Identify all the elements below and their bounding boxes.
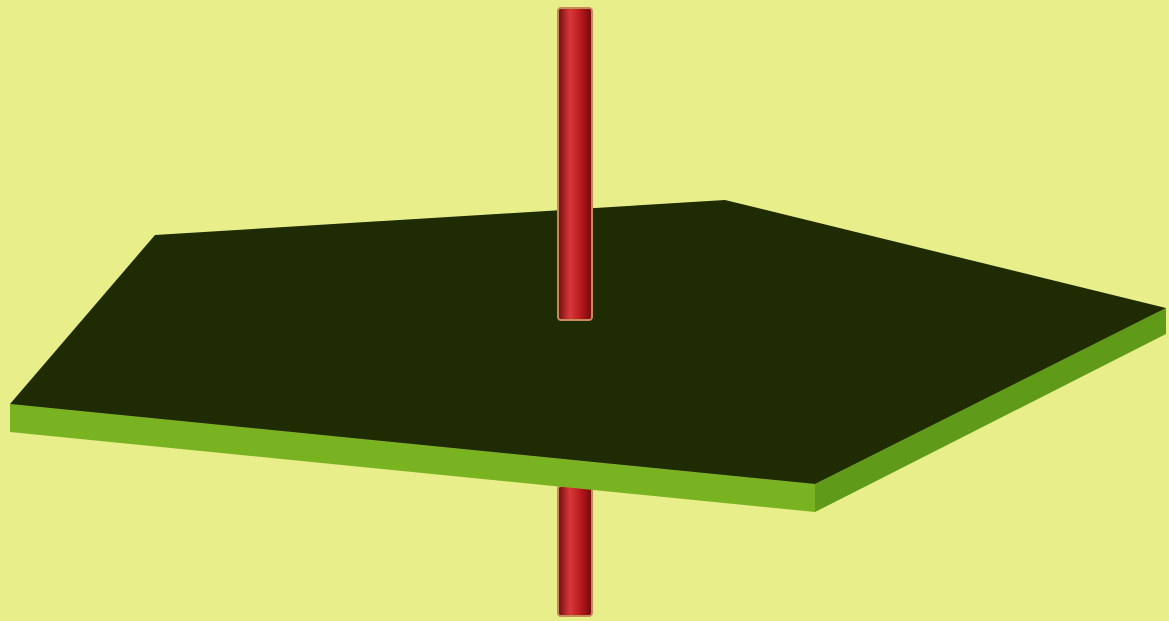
rod-upper-segment — [558, 8, 592, 320]
rod-lower-segment — [558, 486, 592, 616]
